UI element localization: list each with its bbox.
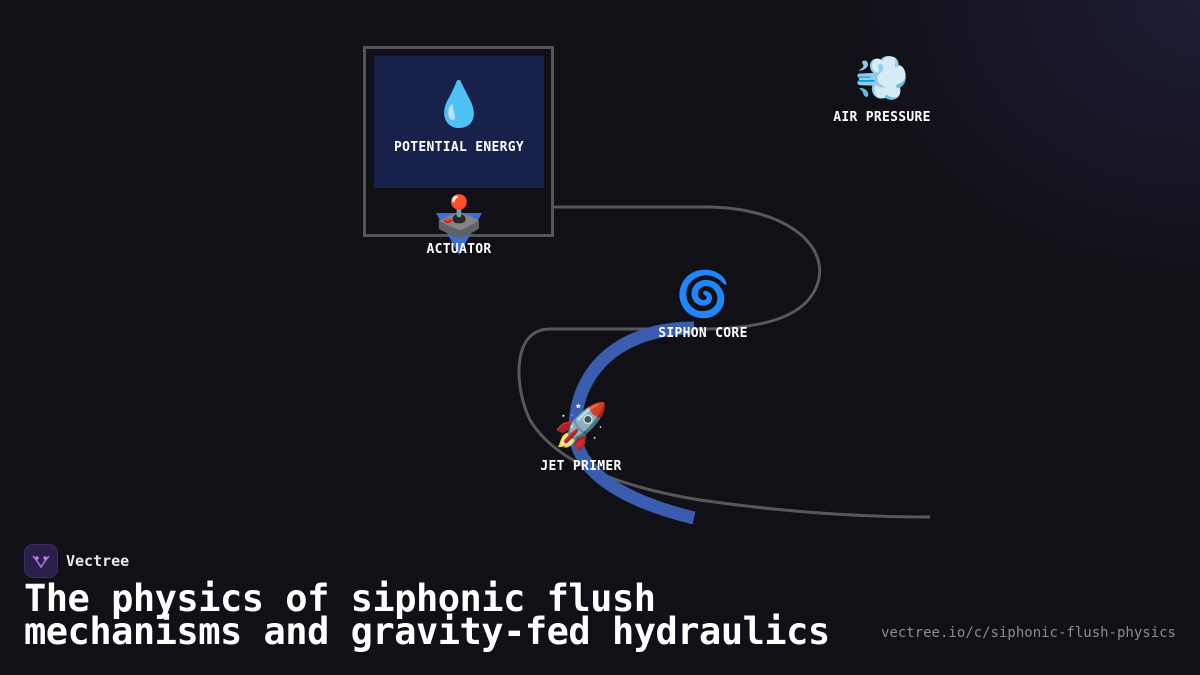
node-label-jet-primer: JET PRIMER [540,459,622,474]
water-drop-icon: 💧 [431,79,487,130]
node-actuator[interactable]: 🕹️ ACTUATOR [399,194,519,257]
potential-energy-panel [374,56,544,188]
vectree-logo-icon [24,544,58,578]
node-label-potential-energy: POTENTIAL ENERGY [393,140,525,155]
siphon-flow-arc [568,321,696,525]
wind-icon: 💨 [854,53,910,104]
rocket-icon: 🚀 [553,401,609,452]
flow-connector [517,205,931,519]
node-label-air-pressure: AIR PRESSURE [833,110,931,125]
page-title: The physics of siphonic flush mechanisms… [24,580,830,650]
swirl-icon: 🌀 [675,269,731,320]
node-label-actuator: ACTUATOR [426,242,492,257]
node-siphon-core[interactable]: 🌀 SIPHON CORE [638,269,768,342]
title-line-2: mechanisms and gravity-fed hydraulics [24,610,830,653]
title-line-1: The physics of siphonic flush [24,577,656,620]
node-air-pressure[interactable]: 💨 AIR PRESSURE [812,53,952,126]
source-url[interactable]: vectree.io/c/siphonic-flush-physics [880,625,1176,641]
actuator-triangle [436,213,482,255]
brand-name: Vectree [66,552,130,570]
joystick-icon: 🕹️ [434,194,484,240]
brand[interactable]: Vectree [24,544,129,578]
node-label-siphon-core: SIPHON CORE [658,326,748,341]
node-jet-primer[interactable]: 🚀 JET PRIMER [521,401,641,475]
node-potential-energy[interactable]: 💧 POTENTIAL ENERGY [374,79,544,156]
